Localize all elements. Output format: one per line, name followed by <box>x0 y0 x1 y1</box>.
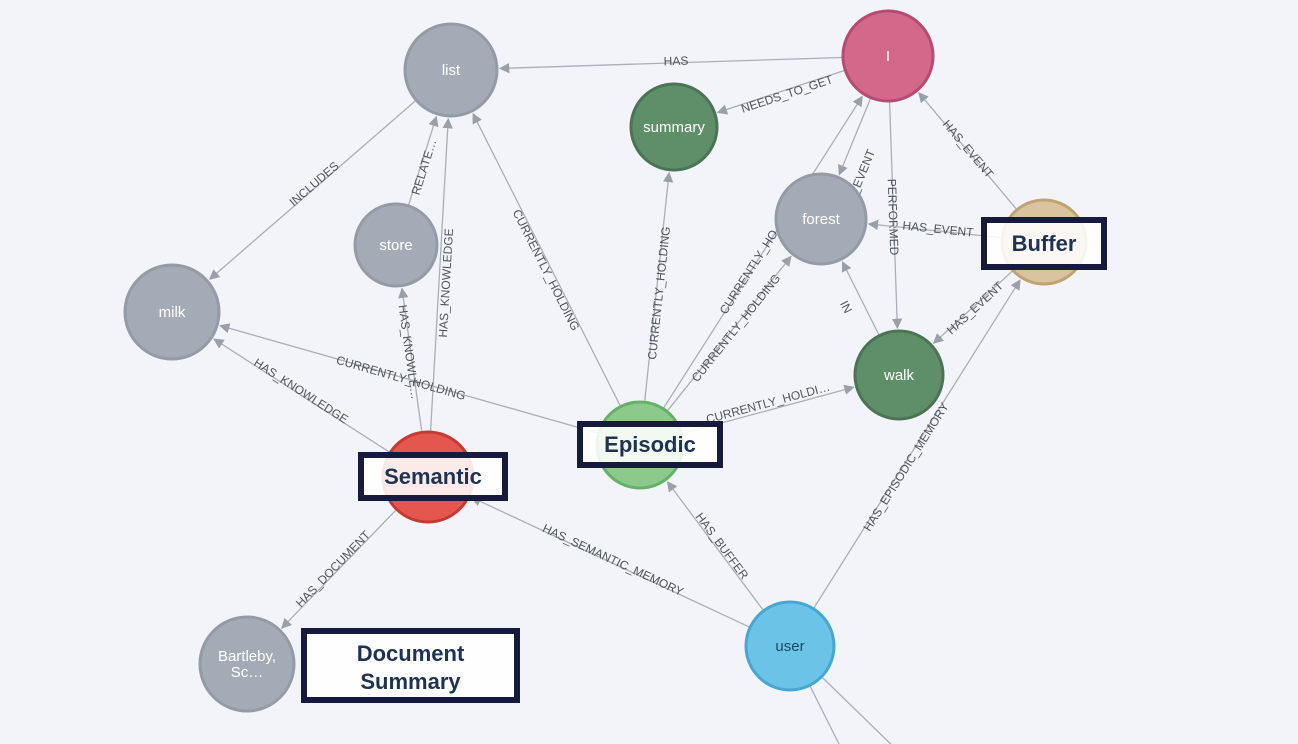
edge-line <box>281 509 397 629</box>
edge-plain[interactable] <box>821 676 936 744</box>
edge-relate[interactable]: RELATE… <box>407 115 440 206</box>
edge-line <box>470 496 750 628</box>
edge-line <box>213 338 390 453</box>
node-circle <box>403 22 499 118</box>
annotation-text: Document <box>356 641 465 666</box>
edge-line <box>219 323 598 434</box>
edge-label[interactable]: RELATE… <box>409 137 440 196</box>
annotation-box-episodic: Episodic <box>577 421 723 468</box>
edge-label[interactable]: NEEDS_TO_GET <box>739 72 835 116</box>
node-circle <box>774 172 868 266</box>
edge-line <box>932 270 1013 344</box>
edge-label[interactable]: INCLUDES <box>286 159 341 209</box>
edge-line <box>498 56 843 74</box>
edge-label[interactable]: HAS_DOCUMENT <box>293 527 374 610</box>
edge-has[interactable]: HAS <box>498 54 843 74</box>
node-label: walk <box>883 367 915 384</box>
edge-label[interactable]: PERFORMED <box>885 178 902 255</box>
edge-line <box>888 101 903 330</box>
edge-label[interactable]: IN <box>837 299 855 316</box>
edge-has-knowledge[interactable]: HAS_KNOWLEDGE <box>213 338 390 453</box>
edge-line <box>867 219 1002 239</box>
edge-line <box>666 481 764 611</box>
node-bartleby[interactable]: Bartleby,Sc… <box>198 615 296 713</box>
edge-has-event[interactable]: HAS_EVENT <box>932 270 1013 344</box>
edge-performed[interactable]: PERFORMED <box>885 101 903 330</box>
edge-label[interactable]: HAS_EVENT <box>940 117 997 181</box>
annotation-box-buffer: Buffer <box>981 217 1107 270</box>
node-label: forest <box>802 211 840 228</box>
edge-currently-holding[interactable]: CURRENTLY_HOLDING <box>644 171 674 402</box>
node-circle <box>853 329 945 421</box>
edge-line <box>208 100 416 280</box>
edge-currently-holding[interactable]: CURRENTLY_HOLDING <box>472 112 621 407</box>
node-forest[interactable]: forest <box>774 172 868 266</box>
edge-line <box>666 255 792 412</box>
node-i[interactable]: I <box>841 9 935 103</box>
edge-has-event[interactable]: HAS_EVENT <box>918 91 1017 210</box>
edge-line <box>663 95 863 409</box>
edge-has-document[interactable]: HAS_DOCUMENT <box>281 509 397 629</box>
edge-line <box>821 676 892 744</box>
node-user[interactable]: user <box>744 600 836 692</box>
node-label: store <box>379 237 412 254</box>
edge-plain[interactable] <box>809 685 861 744</box>
edge-label[interactable]: CURRENTLY_HOLDI… <box>704 380 831 427</box>
edge-label[interactable]: CURRENTLY_HOLDING <box>645 226 673 361</box>
edge-currently-holding[interactable]: CURRENTLY_HOLDING <box>666 255 792 412</box>
edge-label[interactable]: HAS_EVENT <box>944 278 1007 337</box>
annotation-text: Summary <box>360 668 461 694</box>
node-label: user <box>775 638 804 655</box>
node-circle <box>353 202 439 288</box>
edge-label[interactable]: CURRENTLY_HOLDING <box>335 353 468 403</box>
edge-label[interactable]: HAS_EPISODIC_MEMORY <box>860 400 951 534</box>
annotation-text: Semantic <box>384 463 482 489</box>
node-circle <box>744 600 836 692</box>
node-label: milk <box>159 304 186 321</box>
annotation-text: Buffer <box>1011 230 1077 256</box>
edge-line <box>918 91 1017 210</box>
edge-label[interactable]: HAS_SEMANTIC_MEMORY <box>540 521 685 599</box>
edge-label[interactable]: HAS_BUFFER <box>693 510 752 582</box>
edge-line <box>429 117 453 432</box>
edge-label[interactable]: HAS <box>663 54 688 69</box>
edge-line <box>716 69 845 115</box>
node-circle <box>629 82 719 172</box>
edge-label[interactable]: HAS_KNOWLEDGE <box>436 228 456 338</box>
node-circle <box>123 263 221 361</box>
node-label: list <box>442 62 461 79</box>
edge-line <box>813 279 1021 609</box>
edge-needs-to-get[interactable]: NEEDS_TO_GET <box>716 69 845 116</box>
node-circle <box>841 9 935 103</box>
edge-has-episodic-memory[interactable]: HAS_EPISODIC_MEMORY <box>813 279 1021 609</box>
node-store[interactable]: store <box>353 202 439 288</box>
node-circle <box>198 615 296 713</box>
edge-line <box>841 261 880 336</box>
annotation-text: Episodic <box>604 431 696 457</box>
node-list[interactable]: list <box>403 22 499 118</box>
node-walk[interactable]: walk <box>853 329 945 421</box>
edge-line <box>644 171 674 402</box>
edge-line <box>472 112 621 407</box>
node-summary[interactable]: summary <box>629 82 719 172</box>
edge-label[interactable]: HAS_EVENT <box>902 218 975 239</box>
edge-has-knowledge[interactable]: HAS_KNOWLEDGE <box>429 117 456 432</box>
node-milk[interactable]: milk <box>123 263 221 361</box>
edge-in[interactable]: IN <box>837 261 880 336</box>
edge-line <box>809 685 840 744</box>
node-label: Bartleby,Sc… <box>218 648 276 681</box>
edge-line <box>398 287 423 432</box>
node-label: I <box>886 48 890 65</box>
edge-line <box>837 98 872 176</box>
annotation-box-semantic: Semantic <box>358 452 508 501</box>
edge-label[interactable]: CURRENTLY_HOLDING <box>510 207 583 333</box>
edge-has-knowle[interactable]: HAS_KNOWLE… <box>396 287 423 432</box>
edge-line <box>407 115 439 206</box>
node-label: summary <box>643 119 705 136</box>
